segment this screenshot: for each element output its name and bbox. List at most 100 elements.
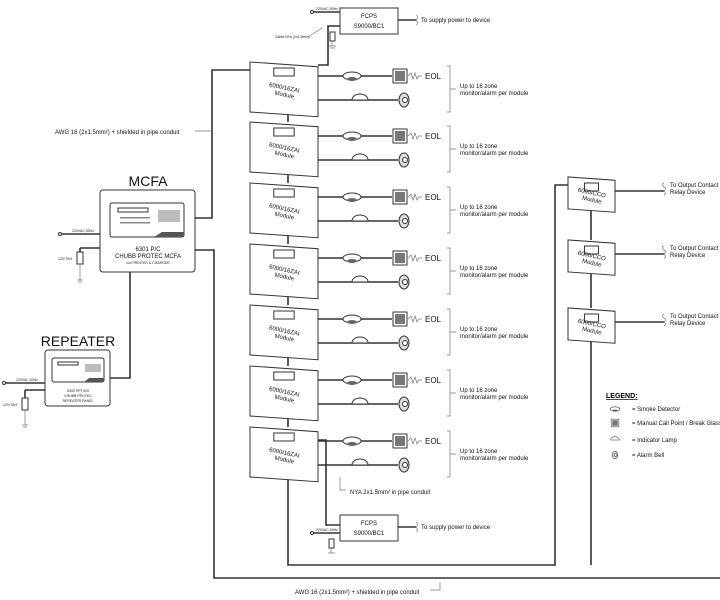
zone-note: Up to 16 zone: [460, 144, 498, 150]
resistor-icon: [407, 131, 422, 141]
fcps-model: S9000/BC1: [354, 531, 385, 537]
module-label: Module: [274, 395, 295, 405]
manual-call-point-icon: [392, 311, 408, 327]
legend-title: LEGEND:: [606, 393, 638, 400]
module-label: Module: [274, 91, 295, 101]
wire-break-icon: [415, 521, 418, 533]
zone-note: monitor/alarm per module: [460, 273, 529, 279]
battery-label: 12V/7AH: [3, 403, 17, 407]
power-label: 220VAC,50Hz: [316, 528, 338, 532]
manual-call-point-icon: [392, 128, 408, 144]
manual-call-point-icon: [392, 250, 408, 266]
plug-icon: [58, 232, 62, 236]
zone-note: Up to 16 zone: [460, 84, 498, 90]
alarm-bell-icon: [398, 457, 410, 473]
repeater-title: REPEATER: [41, 333, 115, 349]
resistor-icon: [407, 375, 422, 385]
alarm-bell-icon: [398, 335, 410, 351]
eol-label: EOL: [425, 437, 442, 446]
battery-icon: [328, 538, 335, 549]
output-label: To Output Contact: [670, 246, 719, 252]
mcfa-panel: MCFA 6301 P/C CHUBB PROTEC MCFA c/w PRIN…: [58, 173, 196, 283]
smoke-detector-icon: [342, 253, 362, 263]
eol-label: EOL: [425, 193, 442, 202]
output-label: To Output Contact: [670, 183, 719, 189]
indicator-lamp-icon: [351, 336, 369, 344]
module-label: Module: [274, 334, 295, 344]
fcps-label: FCPS: [361, 14, 377, 20]
alarm-bell-icon: [398, 152, 410, 168]
zone-note: Up to 16 zone: [460, 205, 498, 211]
module-label: Module: [274, 273, 295, 283]
repeater-desc: REPEATER PANEL: [63, 399, 94, 403]
legend-item-label: = Smoke Detector: [632, 407, 680, 413]
indicator-lamp-icon: [351, 458, 369, 466]
resistor-icon: [407, 436, 422, 446]
indicator-lamp-icon: [351, 153, 369, 161]
fcps-output-label: To supply power to device: [421, 525, 491, 531]
module-label: Module: [581, 259, 602, 269]
module-model: 6000/CCO: [577, 251, 606, 263]
manual-call-point-icon: [392, 372, 408, 388]
zone-note: Up to 16 zone: [460, 449, 498, 455]
power-label: 220VAC,50Hz: [72, 229, 94, 233]
fcps-model: S9000/BC1: [354, 24, 385, 30]
eol-label: EOL: [425, 315, 442, 324]
smoke-detector-icon: [342, 71, 362, 81]
battery-icon: [76, 251, 84, 265]
module-model: 6000/CCO: [577, 319, 606, 331]
output-label: Relay Device: [670, 190, 706, 196]
module-label: Module: [274, 456, 295, 466]
zone-note: monitor/alarm per module: [460, 456, 529, 462]
fcps-label: FCPS: [361, 521, 377, 527]
alarm-bell-icon: [398, 274, 410, 290]
module-label: Module: [581, 327, 602, 337]
eol-label: EOL: [425, 72, 442, 81]
module-label: Module: [274, 151, 295, 161]
module-model: 6000/CCO: [577, 188, 606, 200]
indicator-lamp-icon: [610, 436, 620, 441]
battery-label: 12V/7AH: [58, 257, 72, 261]
wire-break-icon: [662, 245, 666, 259]
alarm-bell-icon: [398, 396, 410, 412]
module-label: Module: [274, 212, 295, 222]
manual-call-point-icon: [392, 433, 408, 449]
indicator-lamp-icon: [351, 275, 369, 283]
smoke-detector-icon: [342, 131, 362, 141]
eol-label: EOL: [425, 132, 442, 141]
mcfa-desc: c/w PRINTER & CHARGER: [126, 261, 170, 265]
mcfa-model: 6301 P/C: [135, 247, 161, 253]
battery-icon: [21, 397, 29, 411]
zone-note: monitor/alarm per module: [460, 151, 529, 157]
nya-label: NYA 2x1.5mm² in pipe conduit: [350, 490, 431, 496]
resistor-icon: [407, 192, 422, 202]
mcfa-title: MCFA: [129, 173, 169, 189]
zone-note: monitor/alarm per module: [460, 212, 529, 218]
zone-note: monitor/alarm per module: [460, 395, 529, 401]
alarm-bell-icon: [611, 450, 619, 460]
fcps-top: FCPS S9000/BC1 To supply power to device…: [275, 7, 491, 49]
indicator-lamp-icon: [351, 214, 369, 222]
wire-break-icon: [662, 182, 666, 196]
manual-call-point-icon: [610, 418, 620, 428]
awg-top-label: AWG 16 (2x1.5mm²) + shielded in pipe con…: [55, 130, 180, 136]
mcfa-name: CHUBB PROTEC MCFA: [115, 254, 181, 260]
